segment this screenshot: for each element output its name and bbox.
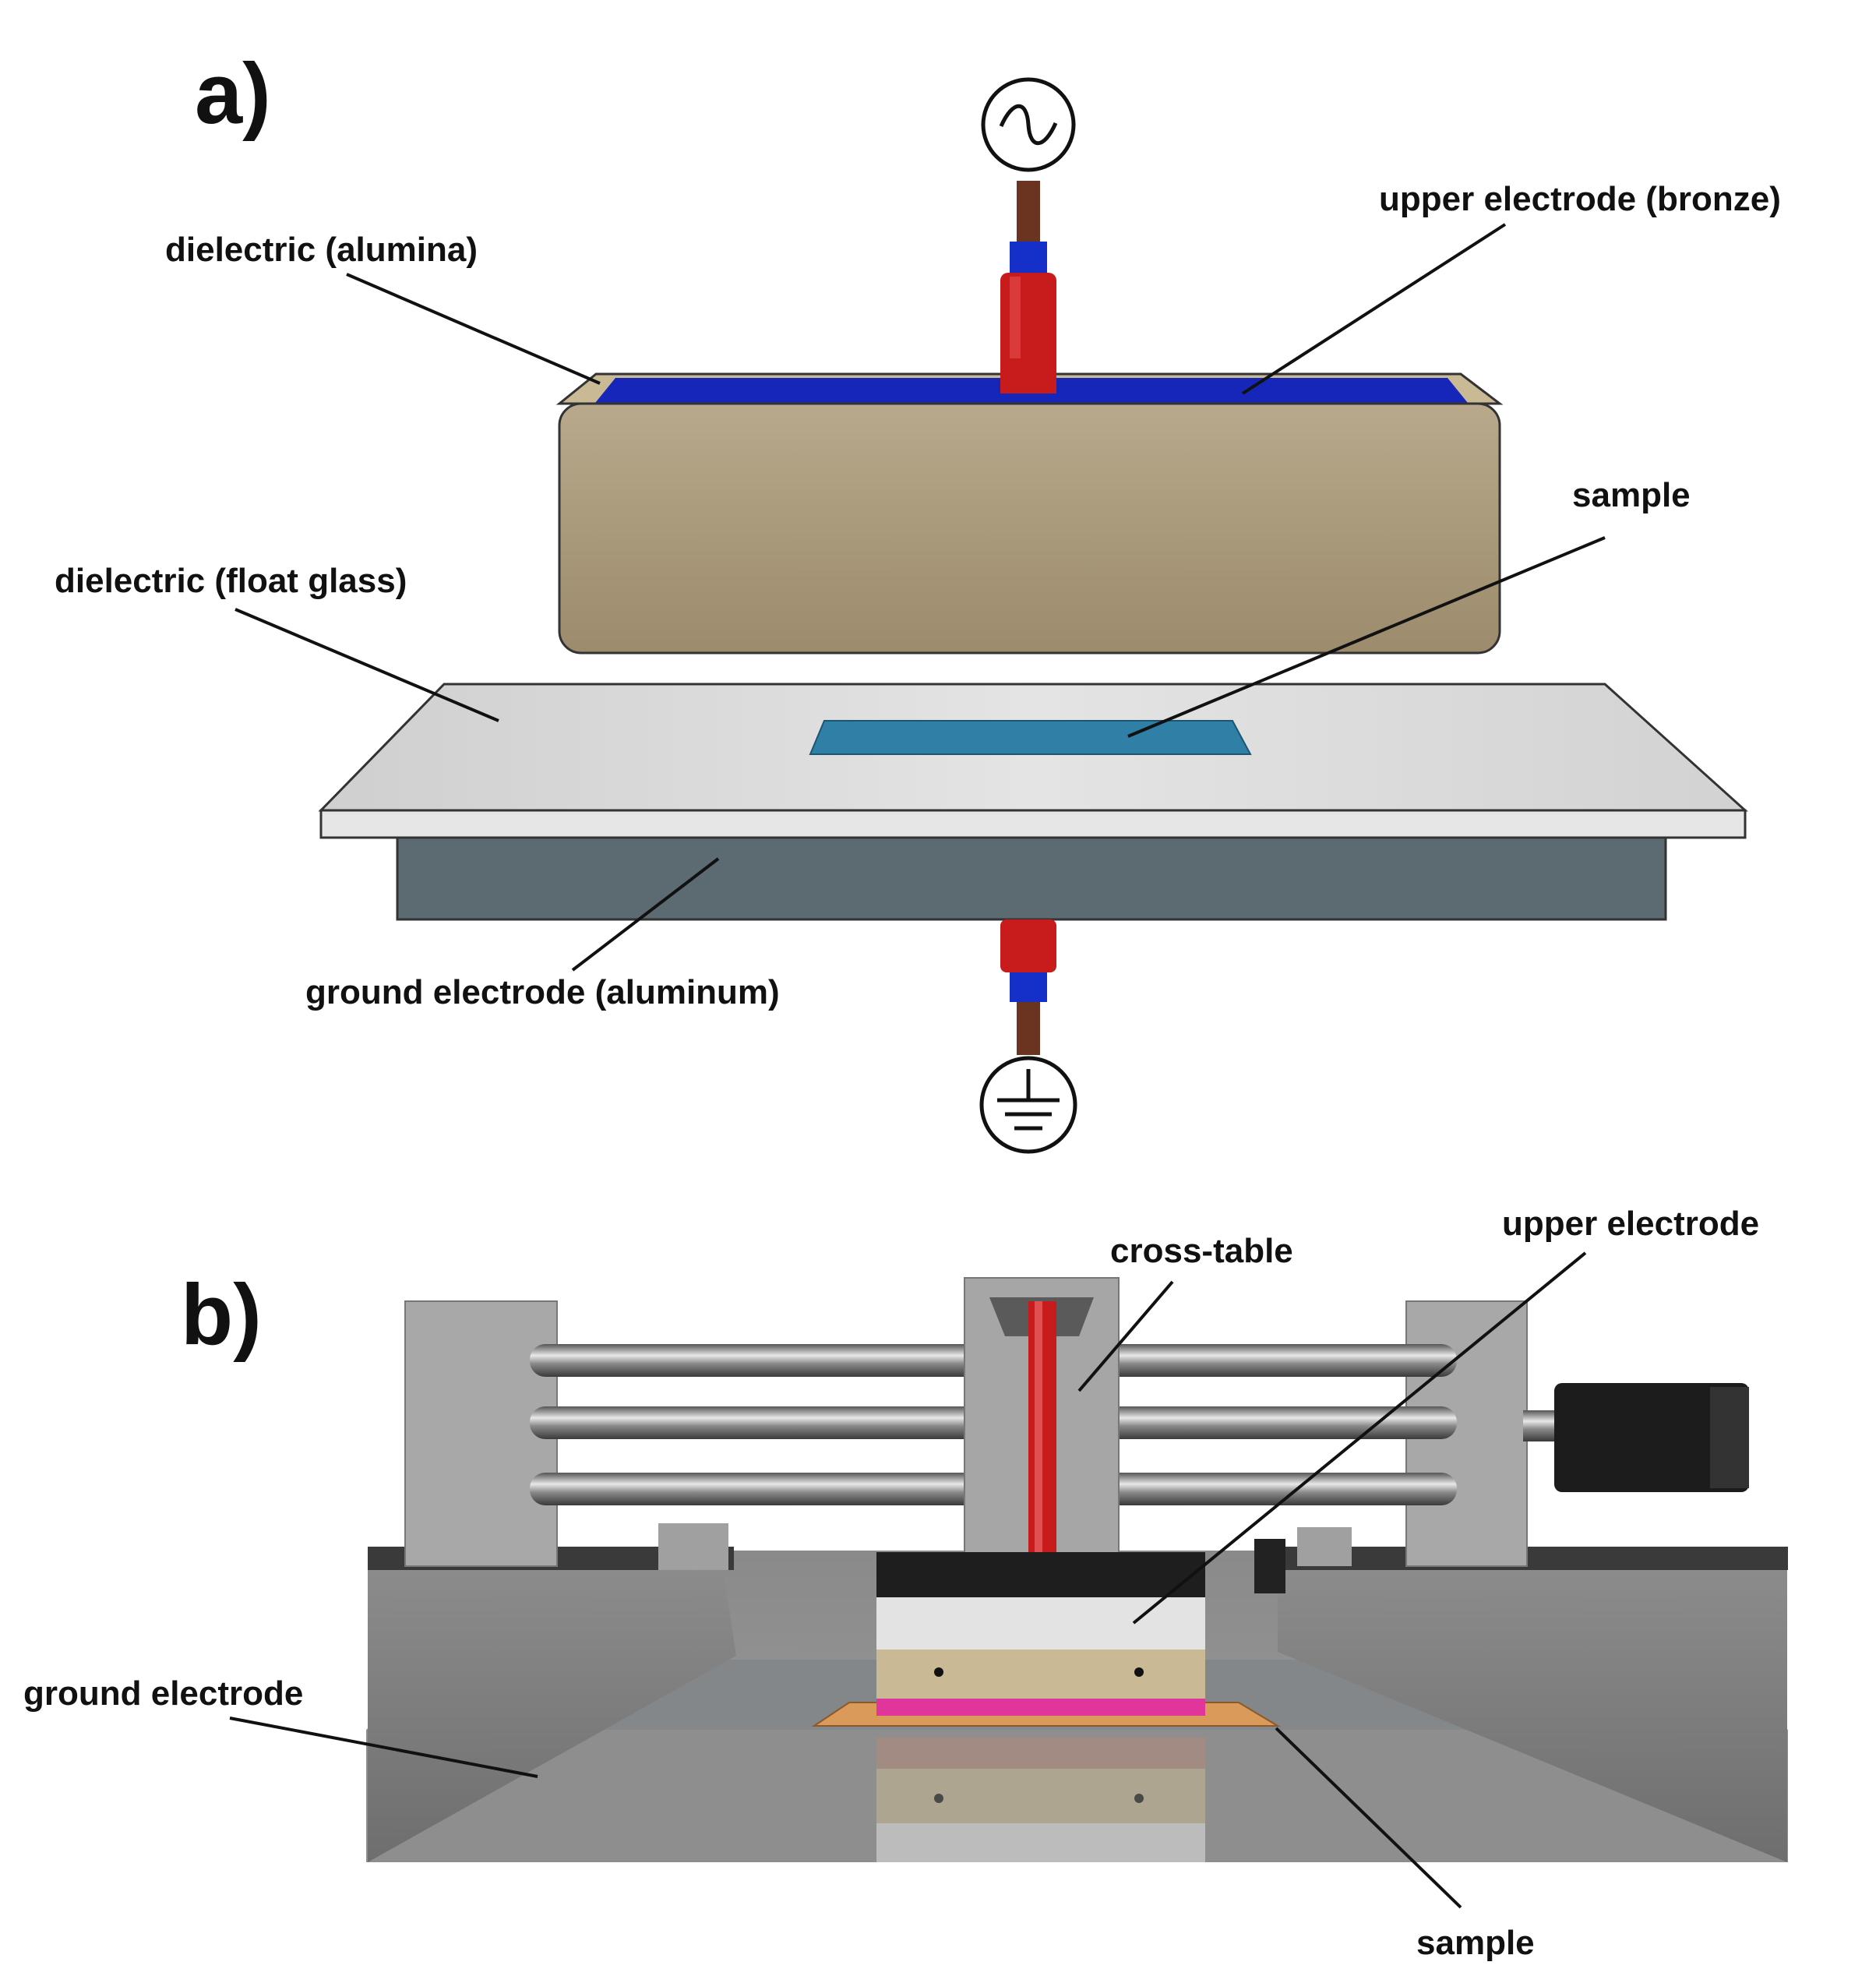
cross-table bbox=[964, 1277, 1120, 1567]
reflection bbox=[876, 1738, 1205, 1862]
label-upper-electrode: upper electrode bbox=[1502, 1205, 1759, 1243]
right-rail-wall bbox=[1254, 1527, 1788, 1862]
label-dielectric-alumina: dielectric (alumina) bbox=[165, 231, 478, 269]
upper-electrode-stack bbox=[876, 1552, 1205, 1710]
sample-a bbox=[809, 720, 1252, 755]
ac-source-icon bbox=[981, 77, 1076, 172]
motor bbox=[1554, 1383, 1749, 1492]
panel-b-label: b) bbox=[181, 1267, 262, 1363]
panel-b: b) bbox=[23, 1205, 1788, 1962]
label-upper-electrode-bronze: upper electrode (bronze) bbox=[1379, 180, 1781, 218]
ground-icon bbox=[979, 1056, 1077, 1154]
panel-a-label: a) bbox=[195, 46, 271, 142]
label-sample-b: sample bbox=[1416, 1924, 1535, 1962]
label-cross-table: cross-table bbox=[1110, 1232, 1293, 1270]
lower-cable bbox=[1000, 919, 1056, 1055]
ground-electrode-aluminum bbox=[396, 836, 1667, 921]
label-sample-a: sample bbox=[1572, 476, 1691, 514]
label-ground-electrode-aluminum: ground electrode (aluminum) bbox=[305, 973, 780, 1011]
left-post bbox=[404, 1300, 558, 1567]
label-ground-electrode: ground electrode bbox=[23, 1674, 303, 1713]
label-dielectric-float-glass: dielectric (float glass) bbox=[55, 562, 407, 600]
panel-b-leaders bbox=[229, 1251, 1587, 1909]
float-glass-plate bbox=[318, 683, 1748, 839]
panel-a-leaders bbox=[235, 223, 1606, 972]
sample-b bbox=[811, 1699, 1281, 1727]
upper-dielectric-box bbox=[555, 358, 1504, 655]
panel-a: a) bbox=[55, 46, 1781, 1154]
upper-cable bbox=[1000, 181, 1056, 390]
